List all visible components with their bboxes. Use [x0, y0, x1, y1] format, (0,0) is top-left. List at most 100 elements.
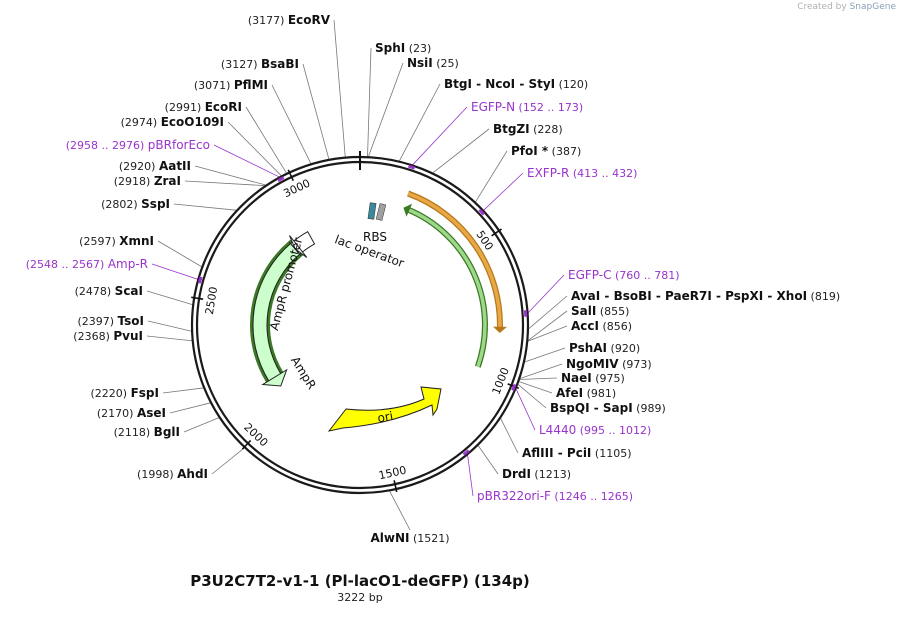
- site-label-acci: AccI (856): [571, 319, 632, 333]
- site-position: (25): [433, 57, 459, 70]
- tick-3000: [287, 169, 295, 182]
- primer-mark-pbrforeco: [277, 176, 285, 182]
- leader-line-acci: [527, 325, 568, 342]
- site-position: (1998): [137, 468, 177, 481]
- leader-line-bgli: [183, 417, 220, 433]
- leader-line-btgzi: [432, 128, 490, 174]
- site-label-avai-bsobi-paer7i-pspxi-xhoi: AvaI - BsoBI - PaeR7I - PspXI - XhoI (81…: [571, 289, 840, 303]
- site-label-pbr322ori-f: pBR322ori-F (1246 .. 1265): [477, 489, 633, 503]
- site-label-egfp-n: EGFP-N (152 .. 173): [471, 100, 583, 114]
- site-name: AvaI - BsoBI - PaeR7I - PspXI - XhoI: [571, 289, 807, 303]
- site-position: (2478): [75, 285, 115, 298]
- leader-line-avai-bsobi-paer7i-pspxi-xhoi: [527, 295, 568, 330]
- site-label-btgi-ncoi-styi: BtgI - NcoI - StyI (120): [444, 77, 588, 91]
- leader-line-ahdi: [211, 447, 246, 475]
- site-name: EGFP-N: [471, 100, 515, 114]
- tick-500: [491, 228, 502, 237]
- site-label-aatii: (2920) AatII: [119, 159, 191, 173]
- green-cds-arrow: [406, 207, 487, 368]
- site-name: NaeI: [561, 371, 592, 385]
- backbone-outer-strand: [190, 155, 530, 495]
- site-position: (2368): [73, 330, 113, 343]
- leader-line-bspqi-sapi: [517, 383, 547, 409]
- site-name: DrdI: [502, 467, 531, 481]
- leader-line-ecoo109i: [227, 121, 283, 177]
- site-position: (2958 .. 2976): [66, 139, 148, 152]
- leader-line-naei: [518, 377, 558, 380]
- site-name: pBR322ori-F: [477, 489, 551, 503]
- feature-label-ori: ori: [376, 409, 394, 425]
- leader-line-scai: [146, 290, 194, 306]
- leader-line-pvui: [146, 335, 193, 342]
- leader-line-amp-r: [151, 263, 199, 280]
- leader-line-btgi-ncoi-styi: [398, 83, 441, 162]
- site-name: FspI: [131, 386, 159, 400]
- site-position: (819): [807, 290, 840, 303]
- primer-mark-l4440: [511, 383, 517, 391]
- site-name: BsaBI: [261, 57, 299, 71]
- leader-line-afei: [518, 381, 553, 394]
- site-position: (1105): [591, 447, 631, 460]
- site-position: (413 .. 432): [569, 167, 637, 180]
- site-position: (23): [405, 42, 431, 55]
- plasmid-title: P3U2C7T2-v1-1 (Pl-lacO1-deGFP) (134p): [190, 572, 530, 590]
- leader-line-ecorv: [333, 19, 346, 158]
- site-label-asei: (2170) AseI: [97, 406, 166, 420]
- leader-line-ngomiv: [518, 363, 563, 380]
- site-name: BglI: [154, 425, 180, 439]
- site-label-tsoi: (2397) TsoI: [77, 314, 144, 328]
- site-label-pflmi: (3071) PflMI: [194, 78, 268, 92]
- leader-line-zrai: [184, 180, 267, 187]
- site-label-naei: NaeI (975): [561, 371, 625, 385]
- site-position: (2220): [91, 387, 131, 400]
- site-position: (920): [607, 342, 640, 355]
- lac-operator-block: [375, 203, 387, 221]
- site-label-l4440: L4440 (995 .. 1012): [539, 423, 651, 437]
- site-position: (2118): [114, 426, 154, 439]
- site-label-bspqi-sapi: BspQI - SapI (989): [550, 401, 666, 415]
- site-label-zrai: (2918) ZraI: [114, 174, 181, 188]
- site-name: AhdI: [177, 467, 208, 481]
- leader-line-sali: [526, 310, 568, 342]
- site-label-bsabi: (3127) BsaBI: [221, 57, 299, 71]
- site-name: EGFP-C: [568, 268, 611, 282]
- site-position: (989): [633, 402, 666, 415]
- site-position: (387): [548, 145, 581, 158]
- site-label-sphi: SphI (23): [375, 41, 431, 55]
- site-name: NsiI: [407, 56, 433, 70]
- leader-line-sphi: [367, 47, 372, 158]
- site-name: BtgZI: [493, 122, 530, 136]
- site-label-xmni: (2597) XmnI: [79, 234, 154, 248]
- site-name: ZraI: [154, 174, 181, 188]
- site-label-pbrforeco: (2958 .. 2976) pBRforEco: [66, 138, 210, 152]
- orange-cds-arrow: [407, 191, 502, 330]
- leader-line-pbrforeco: [213, 144, 281, 178]
- tick-label-1500: 1500: [377, 464, 407, 483]
- site-position: (2597): [79, 235, 119, 248]
- site-label-ecorv: (3177) EcoRV: [248, 13, 331, 27]
- site-label-afei: AfeI (981): [556, 386, 616, 400]
- ampr-promoter-divider: [288, 241, 302, 257]
- primer-mark-amp-r: [197, 276, 203, 284]
- ampr-promoter-arrow-head: [289, 235, 308, 258]
- site-name: PflMI: [234, 78, 268, 92]
- orange-cds-arrow-head: [492, 326, 507, 334]
- label-leader-lines: [146, 19, 568, 531]
- tick-2500: [191, 296, 204, 301]
- site-name: EcoO109I: [161, 115, 224, 129]
- leader-line-afliii-pcii: [499, 417, 519, 454]
- snapgene-credit: Created by SnapGene: [797, 2, 896, 12]
- site-name: AatII: [159, 159, 191, 173]
- leader-line-pfoi: [474, 150, 508, 203]
- credit-prefix: Created by: [797, 2, 847, 12]
- leader-line-tsoi: [147, 320, 193, 332]
- site-label-ecori: (2991) EcoRI: [165, 100, 242, 114]
- site-position: (2974): [121, 116, 161, 129]
- site-label-scai: (2478) ScaI: [75, 284, 143, 298]
- leader-line-drdi: [477, 444, 499, 475]
- site-name: AseI: [137, 406, 166, 420]
- site-label-afliii-pcii: AflIII - PciI (1105): [522, 446, 631, 460]
- site-position: (1521): [409, 532, 449, 545]
- site-position: (228): [530, 123, 563, 136]
